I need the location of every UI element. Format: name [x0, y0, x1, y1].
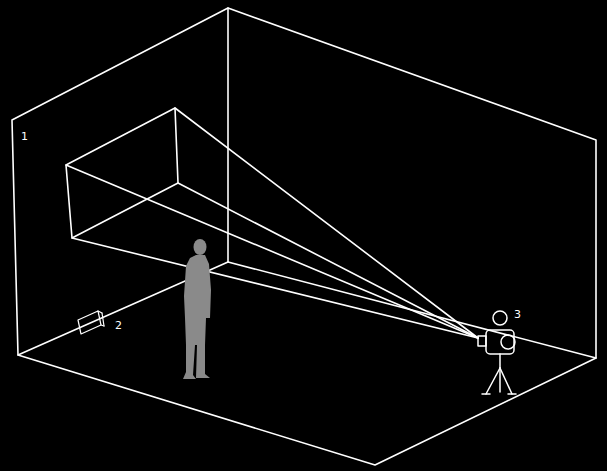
small-device	[101, 325, 104, 326]
room-outline	[12, 8, 596, 465]
small-device	[78, 311, 101, 334]
callout-number: 1	[21, 131, 28, 142]
camera-on-tripod	[478, 311, 516, 394]
room-corner	[227, 8, 229, 262]
projection-ray	[175, 108, 478, 338]
callout-number: 3	[514, 309, 521, 320]
small-device	[98, 311, 102, 313]
projection-frame	[66, 108, 178, 238]
person-silhouette	[183, 239, 211, 379]
projection-ray	[72, 238, 478, 338]
projection-ray	[66, 165, 478, 338]
callout-number: 2	[115, 320, 122, 331]
small-device	[102, 313, 104, 326]
projection-ray	[178, 183, 478, 338]
